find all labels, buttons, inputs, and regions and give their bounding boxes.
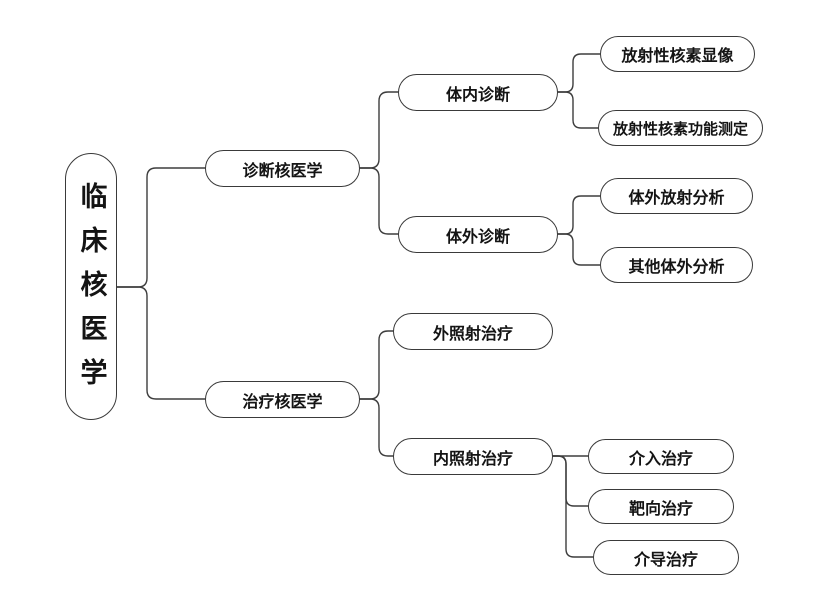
node-label: 体内诊断 <box>445 86 510 104</box>
node-label: 放射性核素显像 <box>621 48 734 65</box>
node-external-radiation-therapy[interactable]: 外照射治疗 <box>393 313 553 350</box>
node-label: 介入治疗 <box>628 450 693 468</box>
node-in-vitro-diagnosis[interactable]: 体外诊断 <box>398 216 558 253</box>
node-label: 体外放射分析 <box>628 190 725 207</box>
node-label: 其他体外分析 <box>628 259 725 276</box>
node-label: 放射性核素功能测定 <box>612 120 748 138</box>
node-interventional-therapy[interactable]: 介入治疗 <box>588 439 734 474</box>
node-radionuclide-function-measurement[interactable]: 放射性核素功能测定 <box>598 110 763 146</box>
node-other-in-vitro-analysis[interactable]: 其他体外分析 <box>600 247 753 283</box>
node-internal-radiation-therapy[interactable]: 内照射治疗 <box>393 438 553 475</box>
node-targeted-therapy[interactable]: 靶向治疗 <box>588 489 734 524</box>
node-label: 治疗核医学 <box>242 393 323 411</box>
node-in-vitro-radioassay[interactable]: 体外放射分析 <box>600 178 753 214</box>
node-radionuclide-imaging[interactable]: 放射性核素显像 <box>600 36 755 72</box>
node-therapeutic-nuclear-medicine[interactable]: 治疗核医学 <box>205 381 360 418</box>
node-label: 介导治疗 <box>633 551 698 569</box>
node-label: 靶向治疗 <box>628 500 693 518</box>
node-diagnostic-nuclear-medicine[interactable]: 诊断核医学 <box>205 150 360 187</box>
node-mediated-therapy[interactable]: 介导治疗 <box>593 540 739 575</box>
node-label: 内照射治疗 <box>432 450 513 468</box>
node-root-clinical-nuclear-medicine[interactable]: 临床核医学 <box>65 153 117 420</box>
node-label: 诊断核医学 <box>242 162 323 180</box>
node-label: 临床核医学 <box>76 181 107 402</box>
node-label: 体外诊断 <box>445 228 510 246</box>
node-in-vivo-diagnosis[interactable]: 体内诊断 <box>398 74 558 111</box>
node-label: 外照射治疗 <box>432 325 513 343</box>
